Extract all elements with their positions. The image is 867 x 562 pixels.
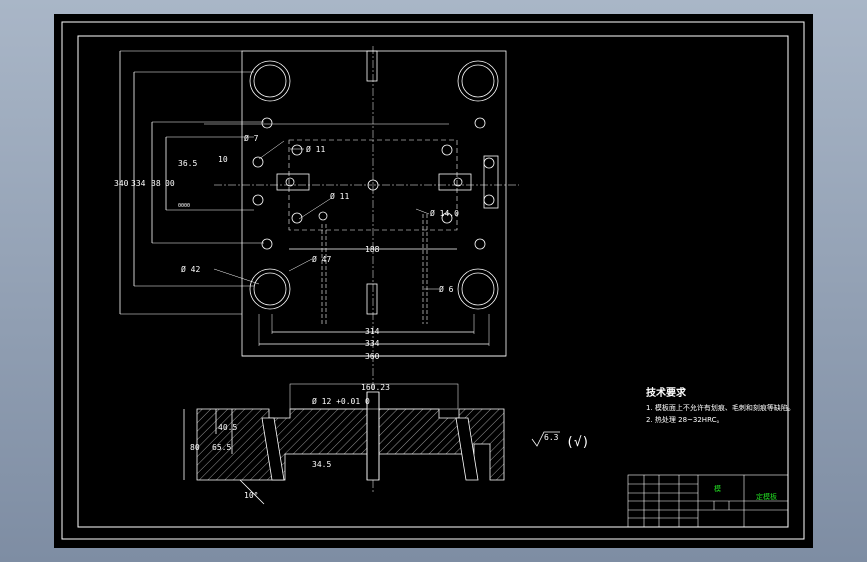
plate-outline [241,50,507,357]
dim-hole-47: Ø 47 [312,254,331,264]
tech-req-line2: 2. 热处理 28~32HRC。 [646,415,723,424]
surface-finish-other: (√) [566,435,589,450]
section-view [183,383,505,505]
cad-drawing: 340 334 38 00 10 36.5 0000 Ø 7 Ø 11 Ø 11… [61,21,805,540]
dim-depth-40: 40.5 [218,423,237,432]
dim-hole-14: Ø 14.0 [430,208,459,218]
title-block [627,474,789,528]
tech-req-heading: 技术要求 [646,386,687,399]
guide-hole-br [457,268,499,310]
dim-hole-7: Ø 7 [244,133,259,143]
dim-width-314: 314 [365,327,380,336]
dim-small-note: 0000 [178,203,190,209]
dim-top-width: 160.23 [361,383,390,392]
dim-hole-11-b: Ø 11 [330,191,349,201]
dim-inner-height: 38 [151,179,161,188]
dim-height-80: 80 [190,443,200,452]
dim-width-334: 334 [365,339,380,348]
dim-sprue: Ø 12 +0.01 0 [312,396,370,406]
title-drawing-number: 定模板 [756,492,777,501]
slider-right [438,173,472,191]
guide-hole-tr [457,60,499,102]
dim-hole-42: Ø 42 [181,264,200,274]
surface-finish-value: 6.3 [544,433,559,442]
surface-finish-symbol [531,431,560,447]
inner-border [77,35,789,528]
dim-pin-spacing: 10 [218,155,228,164]
dim-depth-34: 34.5 [312,460,331,469]
dim-offset: 36.5 [178,159,197,168]
dim-hole-6: Ø 6 [439,284,454,294]
tech-req-line1: 1. 模板面上不允许有划痕、毛刺和刻痕等缺陷。 [646,403,795,412]
guide-hole-bl [249,268,291,310]
cad-viewport[interactable]: 340 334 38 00 10 36.5 0000 Ø 7 Ø 11 Ø 11… [54,14,813,548]
dim-small-height: 00 [165,179,175,188]
slider-left [276,173,310,191]
guide-hole-tl [249,60,291,102]
title-drawing-name: 模 [714,484,721,493]
dim-depth-65: 65.5 [212,443,231,452]
plan-view [119,46,519,494]
dim-overall-height: 340 [114,179,129,188]
dim-width-188: 188 [365,245,380,254]
outer-border [61,21,805,540]
dim-angle: 10° [244,491,258,500]
dim-mid-height: 334 [131,179,146,188]
dim-width-360: 360 [365,352,380,361]
dim-hole-11-a: Ø 11 [306,144,325,154]
